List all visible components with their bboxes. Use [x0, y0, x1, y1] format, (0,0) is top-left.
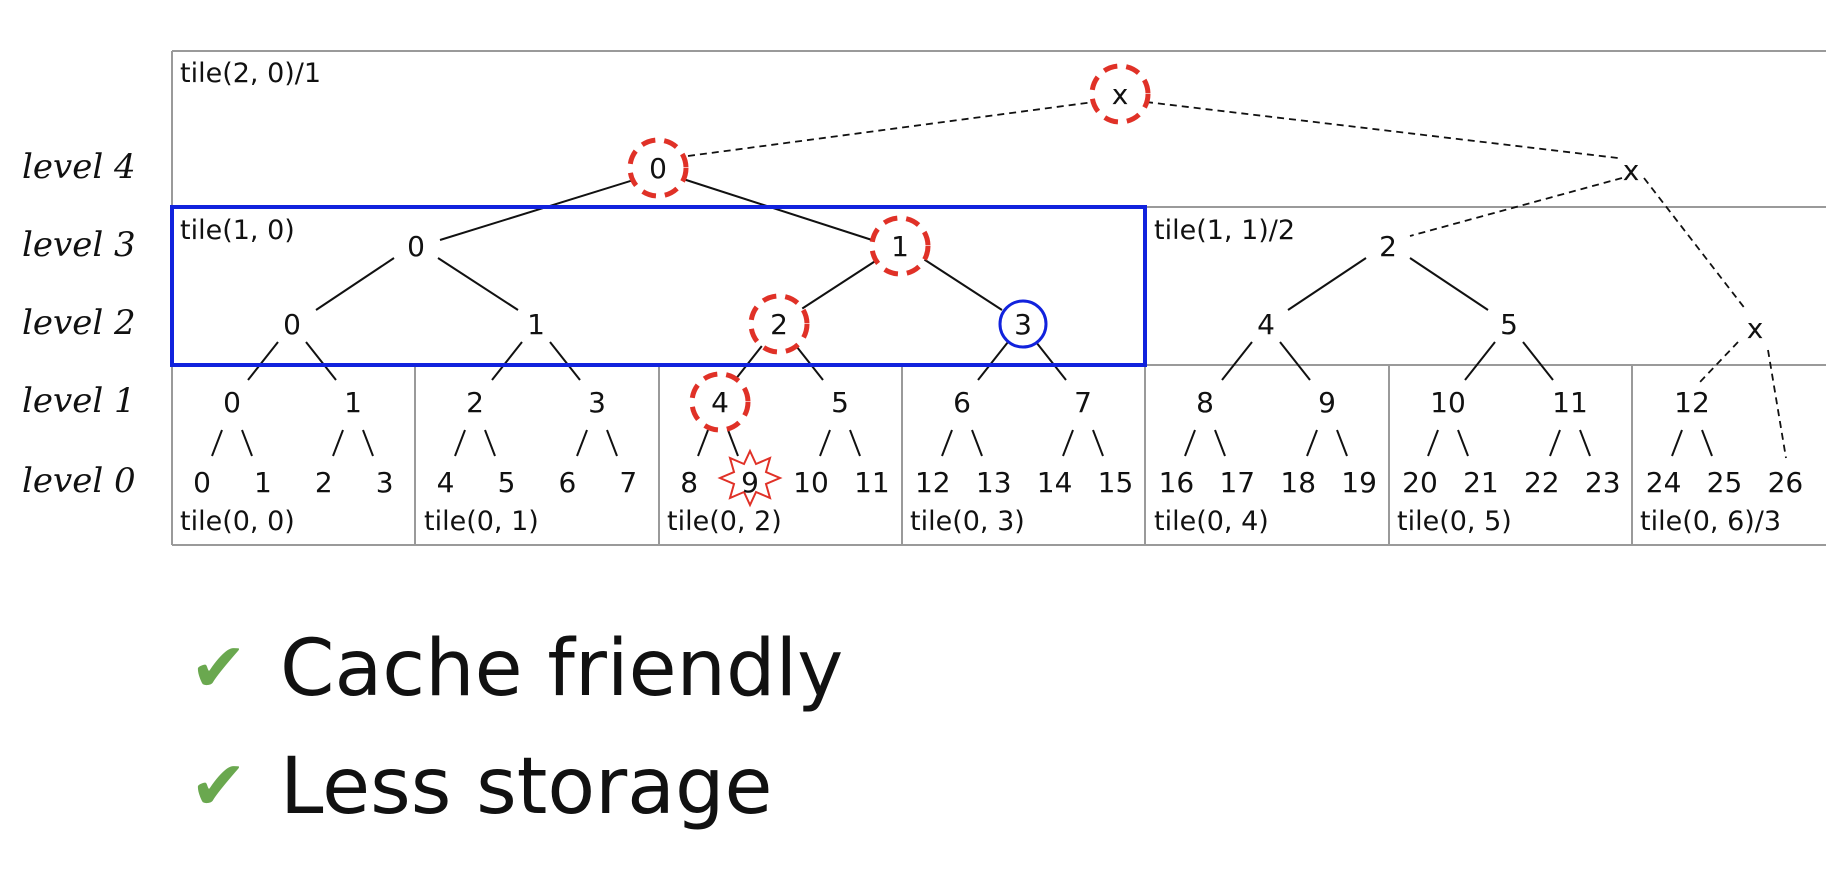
leaf-node: 23 [1585, 466, 1621, 499]
highlight-circle [748, 293, 810, 355]
tree-node: 11 [1552, 386, 1588, 419]
bullet-item: ✔ Less storage [190, 728, 843, 846]
highlight-circle [869, 215, 931, 277]
tree-node: 2 [1379, 230, 1397, 263]
tile-label: tile(1, 1)/2 [1154, 215, 1295, 246]
tree-node: 1 [891, 230, 909, 263]
tile-label: tile(2, 0)/1 [180, 58, 321, 89]
level-labels: level 4 level 3 level 2 level 1 level 0 [22, 147, 136, 501]
tile-label: tile(0, 2) [667, 506, 782, 537]
tile-label: tile(1, 0) [180, 215, 295, 246]
tree-node: 3 [1014, 308, 1032, 341]
leaf-node: 15 [1098, 466, 1134, 499]
leaf-node: 13 [976, 466, 1012, 499]
leaf-node: 8 [680, 466, 698, 499]
tree-node: 6 [953, 386, 971, 419]
level-label: level 1 [22, 381, 136, 421]
tile-label: tile(0, 6)/3 [1640, 506, 1781, 537]
leaf-node: 24 [1646, 466, 1682, 499]
check-icon: ✔ [190, 747, 247, 826]
leaf-node: 22 [1524, 466, 1560, 499]
leaf-node: 5 [498, 466, 516, 499]
bullet-item: ✔ Cache friendly [190, 610, 843, 728]
tree-node: 0 [223, 386, 241, 419]
tree-node: x [1623, 154, 1640, 187]
leaf-node: 6 [558, 466, 576, 499]
tree-node: x [1112, 78, 1129, 111]
tree-node: 4 [711, 386, 729, 419]
leaf-node: 21 [1463, 466, 1499, 499]
tree-node: 2 [770, 308, 788, 341]
path-highlights [627, 63, 1151, 433]
leaf-node: 12 [915, 466, 951, 499]
starburst-icon [717, 448, 783, 508]
leaf-node: 2 [315, 466, 333, 499]
tree-node: 0 [283, 308, 301, 341]
bullet-list: ✔ Cache friendly ✔ Less storage [190, 610, 843, 846]
tree-node: 3 [588, 386, 606, 419]
virtual-edges [687, 101, 1787, 459]
tree-node: 7 [1074, 386, 1092, 419]
tile-label: tile(0, 4) [1154, 506, 1269, 537]
leaf-node: 4 [437, 466, 455, 499]
check-icon: ✔ [190, 629, 247, 708]
leaf-node: 26 [1768, 466, 1804, 499]
tile-label: tile(0, 0) [180, 506, 295, 537]
tree-node: 1 [344, 386, 362, 419]
tree-node: 5 [831, 386, 849, 419]
tree-node: x [1747, 312, 1764, 345]
tree-node: 4 [1257, 308, 1275, 341]
bullet-text: Cache friendly [280, 624, 844, 714]
highlight-circle [1089, 63, 1151, 125]
tile-label: tile(0, 5) [1397, 506, 1512, 537]
bullet-text: Less storage [280, 742, 773, 832]
tile-label: tile(0, 1) [424, 506, 539, 537]
leaf-node: 11 [854, 466, 890, 499]
highlight-circle [627, 137, 689, 199]
leaf-node: 0 [193, 466, 211, 499]
level-label: level 0 [22, 461, 136, 501]
tree-node: 10 [1430, 386, 1466, 419]
tree-node: 1 [527, 308, 545, 341]
leaf-node: 25 [1707, 466, 1743, 499]
leaf-node: 9 [741, 466, 759, 499]
tree-node: 9 [1318, 386, 1336, 419]
level-label: level 3 [22, 225, 136, 265]
leaf-node: 20 [1402, 466, 1438, 499]
leaf-node: 17 [1219, 466, 1255, 499]
leaf-node: 18 [1280, 466, 1316, 499]
tree-node: 0 [407, 230, 425, 263]
tree-node: 8 [1196, 386, 1214, 419]
level-label: level 4 [22, 147, 136, 187]
tile-labels: tile(2, 0)/1 tile(1, 0) tile(1, 1)/2 til… [180, 58, 1781, 537]
node-labels: x 0 x 0 1 2 0 1 2 3 4 5 x 0 1 2 3 4 5 6 … [223, 78, 1763, 419]
tile-label: tile(0, 3) [910, 506, 1025, 537]
tree-node: 5 [1500, 308, 1518, 341]
leaf-node: 1 [254, 466, 272, 499]
leaf-node: 10 [793, 466, 829, 499]
leaf-node: 14 [1037, 466, 1073, 499]
level-label: level 2 [22, 303, 136, 343]
highlight-tile-box [170, 205, 1147, 367]
leaf-node: 19 [1341, 466, 1377, 499]
tree-node: 2 [466, 386, 484, 419]
leaf-node: 3 [376, 466, 394, 499]
tree-node: 0 [649, 152, 667, 185]
tree-node: 12 [1674, 386, 1710, 419]
leaf-node: 16 [1159, 466, 1195, 499]
leaf-node: 7 [619, 466, 637, 499]
highlight-node-circle [998, 299, 1048, 349]
highlight-circle [689, 371, 751, 433]
